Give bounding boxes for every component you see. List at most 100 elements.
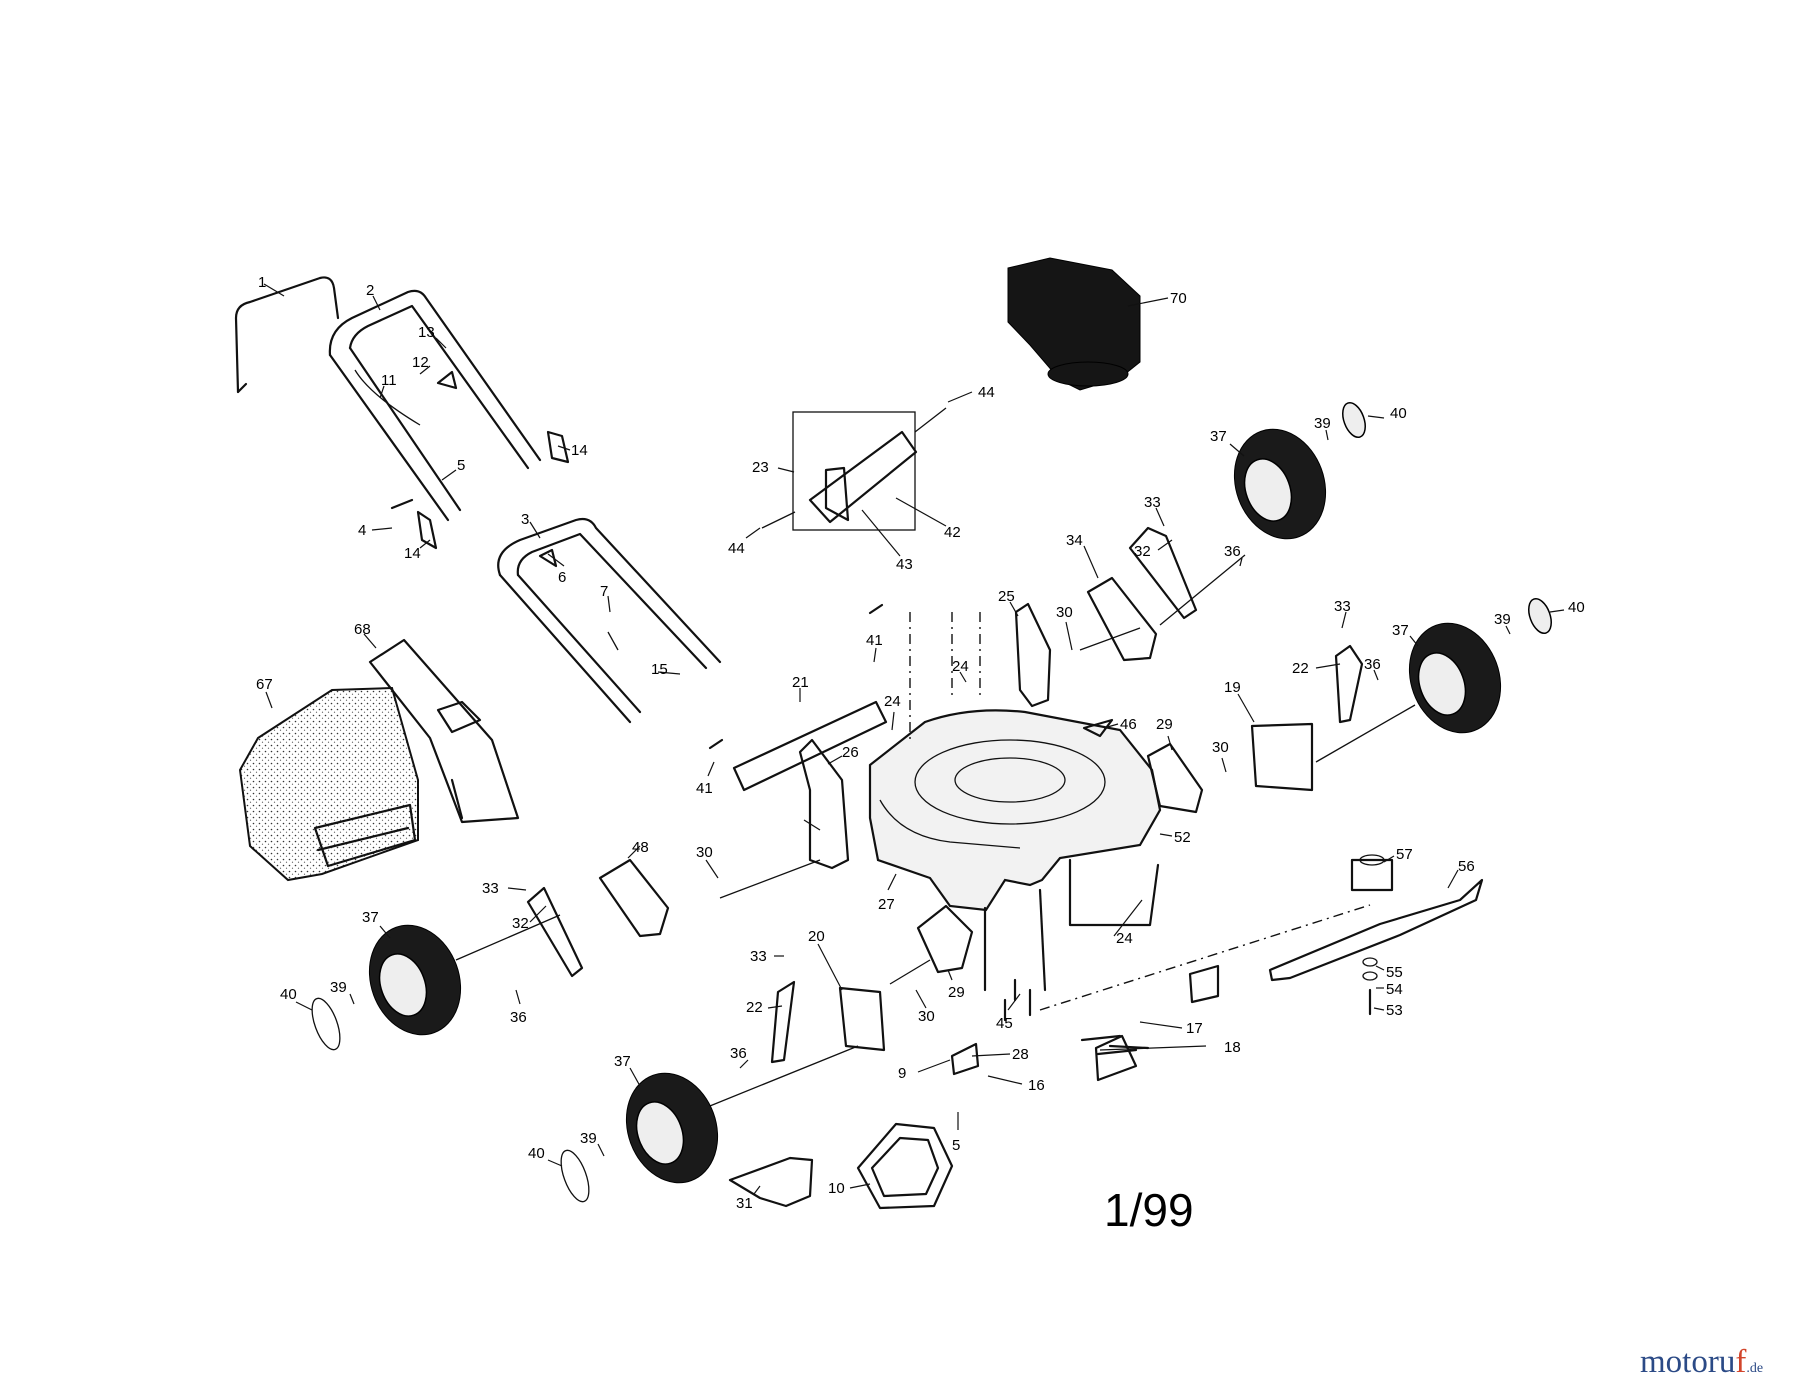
callout-26: 26	[827, 744, 859, 765]
left-rear-bracket	[798, 738, 850, 870]
svg-text:37: 37	[1210, 428, 1227, 445]
svg-text:motoruf.de: motoruf.de	[1640, 1344, 1763, 1380]
callout-3: 3	[521, 511, 541, 539]
svg-text:30: 30	[1212, 739, 1229, 756]
callout-40-c: 40	[280, 986, 313, 1011]
svg-text:13: 13	[418, 324, 435, 341]
svg-text:9: 9	[898, 1065, 906, 1082]
svg-text:33: 33	[1334, 598, 1351, 615]
callout-46: 46	[1103, 716, 1137, 733]
callout-11: 11	[379, 372, 397, 399]
callout-14-upper: 14	[557, 442, 588, 459]
wheel-rear-right	[1233, 401, 1366, 540]
deck-cover	[856, 1122, 954, 1210]
wheel-front-left	[560, 1072, 719, 1203]
callout-36-a: 36	[1224, 543, 1243, 567]
svg-text:3: 3	[521, 511, 529, 528]
callout-5-upper: 5	[441, 457, 465, 481]
callout-55: 55	[1375, 964, 1403, 981]
svg-text:30: 30	[1056, 604, 1073, 621]
upper-handle	[328, 289, 570, 550]
callout-40-d: 40	[528, 1145, 563, 1167]
svg-text:7: 7	[600, 583, 608, 600]
callout-32-rear-left: 32	[512, 905, 547, 932]
svg-text:52: 52	[1174, 829, 1191, 846]
callout-56: 56	[1447, 858, 1475, 889]
callout-37-b: 37	[1392, 622, 1419, 647]
date-code: 1/99	[1104, 1184, 1194, 1236]
callout-19: 19	[1224, 679, 1255, 723]
callout-45: 45	[996, 993, 1021, 1032]
svg-text:45: 45	[996, 1015, 1013, 1032]
callout-20: 20	[808, 928, 843, 991]
wheel-rear-left	[311, 924, 462, 1051]
svg-text:36: 36	[1364, 656, 1381, 673]
callout-17: 17	[1139, 1020, 1203, 1037]
svg-text:70: 70	[1170, 290, 1187, 307]
svg-text:18: 18	[1224, 1039, 1241, 1056]
svg-text:24: 24	[952, 658, 969, 675]
axle-bracket-front-left	[770, 980, 886, 1064]
callout-12: 12	[412, 354, 431, 375]
callout-37-a: 37	[1210, 428, 1245, 457]
callout-30-b: 30	[1212, 739, 1229, 773]
svg-text:39: 39	[580, 1130, 597, 1147]
svg-text:40: 40	[280, 986, 297, 1003]
front-bracket-right	[1146, 742, 1204, 814]
callout-48: 48	[627, 839, 649, 859]
callout-67: 67	[256, 676, 273, 709]
axle-bracket-rear-right	[1086, 526, 1198, 662]
svg-text:33: 33	[750, 948, 767, 965]
svg-text:37: 37	[362, 909, 379, 926]
callout-68: 68	[354, 621, 377, 649]
callout-36-d: 36	[730, 1045, 749, 1069]
callout-5-lower: 5	[952, 1112, 960, 1154]
callout-7: 7	[600, 583, 611, 613]
axle-bracket-front-right	[1250, 644, 1364, 792]
svg-text:36: 36	[1224, 543, 1241, 560]
callout-43: 43	[861, 509, 913, 573]
callout-44-lower: 44	[728, 527, 761, 557]
svg-text:40: 40	[1390, 405, 1407, 422]
svg-text:20: 20	[808, 928, 825, 945]
svg-text:46: 46	[1120, 716, 1137, 733]
svg-text:32: 32	[512, 915, 529, 932]
svg-text:11: 11	[381, 372, 397, 389]
svg-text:39: 39	[1314, 415, 1331, 432]
callout-40-a: 40	[1367, 405, 1407, 422]
svg-text:30: 30	[696, 844, 713, 861]
svg-text:56: 56	[1458, 858, 1475, 875]
svg-text:48: 48	[632, 839, 649, 856]
svg-text:10: 10	[828, 1180, 845, 1197]
callout-33-a: 33	[1144, 494, 1165, 527]
svg-text:29: 29	[1156, 716, 1173, 733]
svg-text:67: 67	[256, 676, 273, 693]
svg-text:33: 33	[482, 880, 499, 897]
svg-text:40: 40	[528, 1145, 545, 1162]
svg-text:27: 27	[878, 896, 895, 913]
callout-33-b: 33	[1334, 598, 1351, 629]
svg-text:16: 16	[1028, 1077, 1045, 1094]
callout-31: 31	[736, 1185, 761, 1212]
callout-16: 16	[987, 1075, 1045, 1094]
blade-hardware	[1362, 957, 1378, 1016]
svg-text:54: 54	[1386, 981, 1403, 998]
svg-text:26: 26	[842, 744, 859, 761]
callout-41-upper: 41	[866, 632, 883, 663]
svg-text:14: 14	[571, 442, 588, 459]
callout-39-a: 39	[1314, 415, 1331, 441]
svg-text:24: 24	[1116, 930, 1133, 947]
callout-29-right: 29	[1156, 716, 1173, 751]
svg-text:37: 37	[1392, 622, 1409, 639]
rear-baffle-rod	[732, 700, 888, 792]
svg-text:40: 40	[1568, 599, 1585, 616]
svg-text:6: 6	[558, 569, 566, 586]
svg-text:14: 14	[404, 545, 421, 562]
blade	[1268, 854, 1484, 982]
callout-29-left: 29	[947, 969, 965, 1001]
callout-34: 34	[1066, 532, 1099, 579]
svg-text:39: 39	[1494, 611, 1511, 628]
callout-36-c: 36	[510, 989, 527, 1026]
svg-text:23: 23	[752, 459, 769, 476]
